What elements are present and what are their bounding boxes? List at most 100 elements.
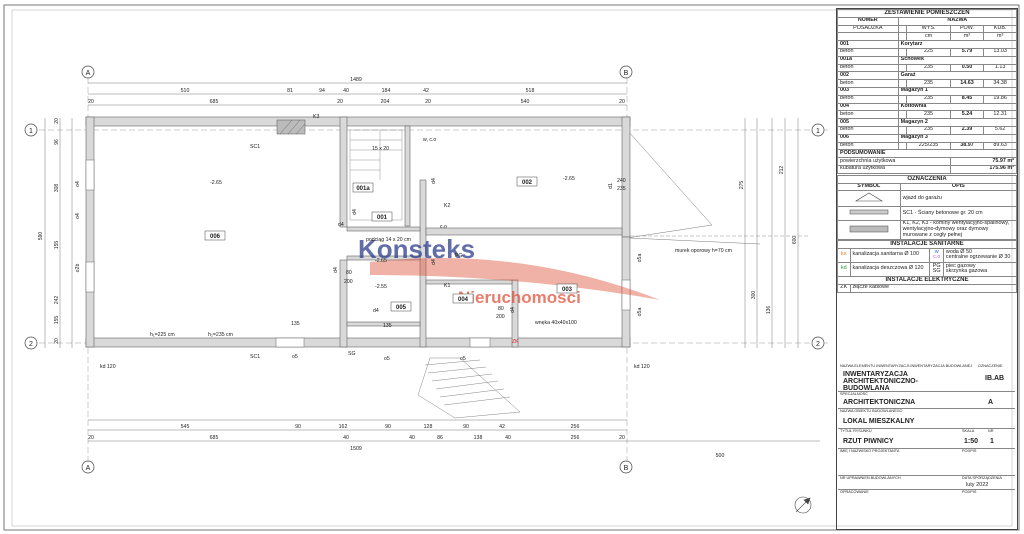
- dim-left-7: 20: [54, 338, 60, 344]
- axis-label-b-bottom: B: [624, 465, 629, 472]
- legend-zk-desc: złącze kablowe: [849, 283, 1017, 293]
- axis-label-2-right: 2: [816, 341, 820, 348]
- dim-bot-r2-7: 40: [505, 435, 511, 441]
- room-area: 5.24: [949, 110, 985, 120]
- room-volume: 13.03: [983, 47, 1017, 57]
- room-num: 004: [837, 102, 899, 112]
- dim-bot-1: 545: [181, 424, 190, 430]
- room-name: Garaż: [897, 71, 1018, 81]
- gas-stove-pg: PG: [455, 253, 463, 259]
- axis-bubble-b-bottom: [619, 460, 633, 474]
- room-height: 235: [906, 125, 951, 135]
- dim-bot-r2-4: 40: [409, 435, 415, 441]
- legend-chimney-icon: [837, 220, 901, 241]
- room-volume: 12.31: [983, 110, 1017, 120]
- axis-label-b-top: B: [624, 70, 629, 77]
- electric-title: INSTALACJE ELEKTRYCZNE: [837, 275, 1017, 285]
- legend-zk: ZK: [837, 283, 851, 293]
- window-o5-2: o5: [384, 356, 390, 362]
- legend-col-symbol: SYMBOL: [837, 182, 901, 192]
- dim-bot-2: 90: [295, 424, 301, 430]
- tb-label-podpis: PODPIS: [962, 449, 977, 453]
- level-002: -2.65: [563, 176, 575, 182]
- tb-label-obiekt: NAZWA OBIEKTU BUDOWLANEGO: [840, 409, 903, 413]
- legend-kd: kd: [837, 261, 851, 277]
- tb-obiekt: LOKAL MIESZKALNY: [843, 418, 915, 425]
- dim-bot-r2-1: 20: [88, 435, 94, 441]
- dim-top-r2-6: 540: [521, 99, 530, 105]
- dim-bot-r2-9: 20: [619, 435, 625, 441]
- legend-item-1: wjazd do garażu: [899, 190, 1018, 208]
- room-height: 225/235: [906, 141, 951, 151]
- door-80-b: 80: [498, 306, 504, 312]
- dim-bot-r2-3: 40: [343, 435, 349, 441]
- room-area: 8.45: [949, 94, 985, 104]
- room-floor: beton: [837, 125, 899, 135]
- note-murek: murek oporowy h=70 cm: [675, 248, 732, 254]
- width-135-b: 135: [383, 323, 392, 329]
- legend-pg-desc: piec gazowy: [945, 262, 976, 269]
- info-panel: ZESTAWIENIE POMIESZCZEŃ NUMER NAZWA POSA…: [836, 8, 1018, 530]
- watermark-line2: Nieruchomości: [458, 288, 581, 307]
- legend-w-desc: woda Ø 50: [945, 248, 972, 255]
- dim-top-2: 81: [287, 88, 293, 94]
- note-w-co: w, c.o: [423, 137, 436, 143]
- dim-top-4: 40: [343, 88, 349, 94]
- col-posadzka: POSADZKA: [837, 24, 899, 34]
- dim-left-2: 96: [54, 139, 60, 145]
- note-podciag: podciąg 14 x 20 cm: [366, 237, 411, 243]
- dim-bot-5: 128: [424, 424, 433, 430]
- col-nazwa: NAZWA: [897, 16, 1018, 26]
- legend-sg: SG: [932, 268, 941, 275]
- wall-sc1-bottom: SC1: [250, 354, 260, 360]
- dim-bot-3: 162: [339, 424, 348, 430]
- col-kub: KUB.: [983, 24, 1017, 34]
- summary-title: PODSUMOWANIE: [837, 149, 1017, 159]
- note-co: c.o: [440, 224, 447, 230]
- title-block: NAZWA ELEMENTU INWENTARYZACJI-INWENTARYZ…: [838, 364, 1015, 520]
- dim-right-2: 600: [792, 236, 798, 245]
- tb-label-projektant: IMIĘ I NAZWISKO PROJEKTANTA: [840, 449, 900, 453]
- cable-joint-zk: ZK: [512, 339, 519, 345]
- dim-bot-4: 90: [385, 424, 391, 430]
- room-001a-label: 001a: [356, 186, 370, 192]
- chimney-k3: K3: [313, 114, 319, 120]
- tb-label-tytul: TYTUŁ RYSUNKU: [840, 429, 872, 433]
- room-height: 235: [906, 94, 951, 104]
- door-d4-1: d4: [333, 267, 339, 273]
- tb-label-uprawnienia: NR UPRAWNIEŃ BUDOWLANYCH: [840, 476, 901, 480]
- window-o5a-2: o5a: [637, 308, 643, 317]
- legend-item-3: K1, K2, K3 - kominy wentylacyjno-spalino…: [899, 220, 1018, 241]
- window-o5-3: o5: [460, 356, 466, 362]
- room-num: 001a: [837, 55, 899, 65]
- legend-w: w: [934, 248, 939, 255]
- tb-skala: 1:50: [964, 438, 979, 445]
- axis-bubble-a-top: [81, 65, 95, 79]
- room-volume: 89.63: [983, 141, 1017, 151]
- tb-label-element: NAZWA ELEMENTU INWENTARYZACJI-INWENTARYZ…: [840, 364, 973, 368]
- tb-spec-code: A: [988, 399, 994, 406]
- tb-oznaczenie: IB.AB: [985, 375, 1005, 382]
- room-name: Schowek: [897, 55, 1018, 65]
- dim-bot-r2-6: 138: [474, 435, 483, 441]
- tb-label-specjalnosc: SPECJALNOŚĆ: [840, 392, 868, 396]
- dim-right-3: 300: [751, 291, 757, 300]
- tb-data: luty 2022: [966, 482, 989, 488]
- tb-label-skala: SKALA: [962, 429, 975, 433]
- room-height: 235: [906, 79, 951, 88]
- note-h2: h₂=235 cm: [208, 332, 233, 338]
- dim-bot-r2-8: 256: [571, 435, 580, 441]
- dim-left-1: 20: [54, 118, 60, 124]
- door-d4-6: d4: [338, 222, 344, 228]
- room-volume: 19.86: [983, 94, 1017, 104]
- dim-top-r2-2: 685: [210, 99, 219, 105]
- dim-bottom-total: 1509: [350, 446, 362, 452]
- dim-bot-r2-2: 685: [210, 435, 219, 441]
- room-floor: beton: [837, 47, 899, 57]
- room-floor: beton: [837, 141, 899, 151]
- room-005-label: 005: [396, 305, 407, 311]
- room-006-label: 006: [210, 234, 221, 240]
